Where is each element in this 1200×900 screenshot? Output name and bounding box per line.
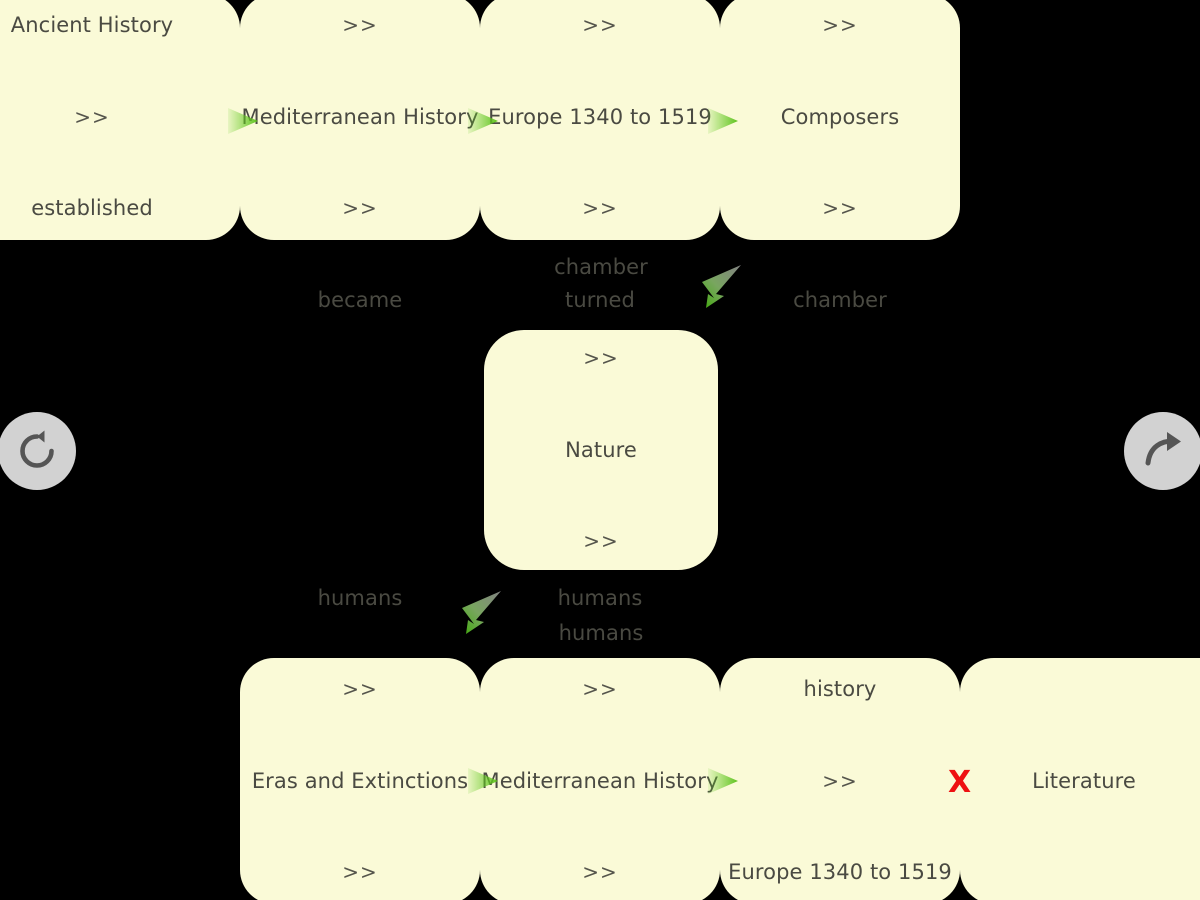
card-8-line-1: >> [822, 768, 858, 793]
card-2-line-3: >> [342, 196, 378, 221]
card-3-line-2: Europe 1340 to 1519 [488, 104, 712, 129]
connector-card2-card3 [468, 106, 502, 136]
forward-arrow-icon [1140, 428, 1186, 474]
card-2-line-2: Mediterranean History [241, 104, 479, 129]
connector-toprow-middlerow [694, 262, 750, 314]
card-6-line-0: humans [317, 585, 403, 610]
card-5-line-4: humans [558, 620, 644, 645]
card-3-line-4: turned [565, 287, 635, 312]
card-4-line-1: >> [822, 13, 858, 38]
connector-middlerow-bottomrow [454, 588, 510, 640]
card-7-line-0: humans [557, 585, 643, 610]
card-4-line-2: Composers [780, 104, 900, 129]
chain-card-8[interactable]: history >> Europe 1340 to 1519 [720, 658, 960, 900]
card-5-line-1: >> [583, 346, 619, 371]
chain-card-9[interactable]: Literature [960, 658, 1200, 900]
card-7-text: humans >> Mediterranean History >> histo… [481, 522, 718, 900]
card-8-line-0: history [803, 677, 877, 702]
card-6-line-3: >> [342, 860, 378, 885]
chain-card-7[interactable]: humans >> Mediterranean History >> histo… [480, 586, 720, 900]
card-5-line-3: >> [583, 529, 619, 554]
card-4-line-4: chamber [793, 287, 887, 312]
chain-card-3[interactable]: became >> Europe 1340 to 1519 >> turned [480, 0, 720, 312]
mismatch-x-marker: X [948, 765, 972, 800]
card-3-line-3: >> [582, 196, 618, 221]
chain-card-1[interactable]: Ancient History >> established [0, 0, 240, 240]
chain-card-2[interactable]: established >> Mediterranean History >> … [240, 0, 480, 312]
card-2-text: established >> Mediterranean History >> … [241, 0, 478, 376]
card-2-line-1: >> [342, 13, 378, 38]
chain-card-5[interactable]: chamber >> Nature >> humans [484, 255, 718, 645]
forward-button[interactable] [1124, 412, 1200, 490]
connector-card6-card7 [468, 766, 502, 796]
card-6-line-1: >> [342, 677, 378, 702]
card-1-line-1: >> [74, 104, 110, 129]
card-5-line-2: Nature [565, 437, 637, 462]
connector-card3-card4 [708, 106, 742, 136]
card-6-text: humans >> Eras and Extinctions >> humans [252, 522, 468, 900]
card-1-text: Ancient History >> established [11, 0, 173, 285]
card-5-text: chamber >> Nature >> humans [554, 191, 648, 710]
card-8-line-2: Europe 1340 to 1519 [728, 860, 952, 885]
card-3-text: became >> Europe 1340 to 1519 >> turned [488, 0, 712, 376]
refresh-button[interactable] [0, 412, 76, 490]
card-3-line-1: >> [582, 13, 618, 38]
card-6-line-2: Eras and Extinctions [251, 768, 469, 793]
refresh-icon [14, 428, 60, 474]
card-9-text: Literature [1032, 705, 1136, 858]
chain-card-4[interactable]: turned >> Composers >> chamber [720, 0, 960, 312]
card-1-line-0: Ancient History [10, 13, 174, 38]
card-4-text: turned >> Composers >> chamber [781, 0, 899, 376]
card-9-line-0: Literature [1032, 768, 1136, 793]
card-7-line-2: Mediterranean History [481, 768, 719, 793]
card-7-line-1: >> [582, 677, 618, 702]
connector-card1-card2 [228, 106, 262, 136]
card-2-line-4: became [317, 287, 403, 312]
card-5-line-0: chamber [554, 254, 648, 279]
card-8-text: history >> Europe 1340 to 1519 [728, 613, 952, 900]
chain-card-6[interactable]: humans >> Eras and Extinctions >> humans [240, 586, 480, 900]
card-7-line-3: >> [582, 860, 618, 885]
connector-card7-card8 [708, 766, 742, 796]
card-4-line-3: >> [822, 196, 858, 221]
card-1-line-2: established [31, 196, 153, 221]
